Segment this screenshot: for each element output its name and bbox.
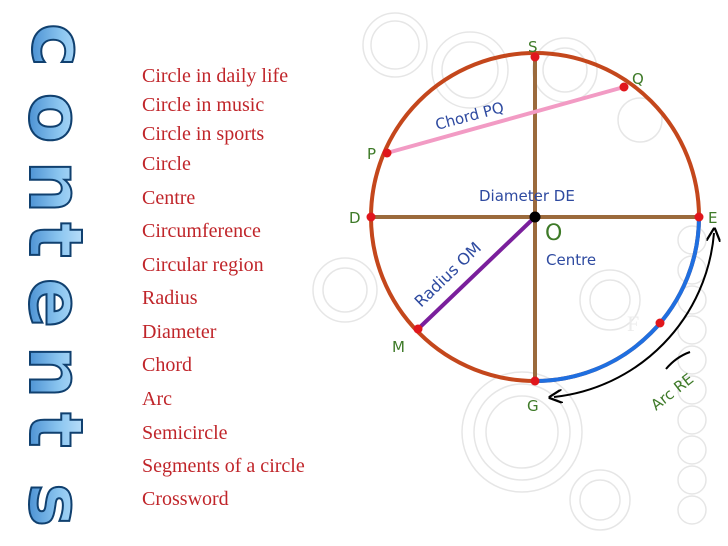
- label-g: G: [527, 397, 539, 415]
- title-letter: s: [12, 483, 98, 527]
- toc-item-crossword[interactable]: Crossword: [142, 488, 229, 510]
- slide-title: c o n t e n t s: [11, 22, 102, 528]
- label-p: P: [367, 145, 376, 163]
- toc-item-diameter[interactable]: Diameter: [142, 321, 217, 343]
- point-e: [694, 212, 704, 222]
- title-letter: e: [12, 278, 98, 328]
- label-e: E: [708, 209, 717, 227]
- point-d: [366, 212, 376, 222]
- label-m: M: [392, 338, 405, 356]
- centre-label: Centre: [546, 251, 596, 269]
- title-letter: n: [12, 346, 98, 399]
- label-o: O: [545, 221, 562, 246]
- title-letter: c: [15, 23, 101, 67]
- point-s: [530, 52, 540, 62]
- title-letter: n: [12, 161, 98, 214]
- label-s: S: [528, 38, 538, 56]
- contents-list: Circle in daily life Circle in music Cir…: [142, 65, 305, 510]
- toc-item-radius[interactable]: Radius: [142, 287, 198, 309]
- title-letter: t: [12, 222, 98, 257]
- arc-label-bracket: [665, 351, 691, 370]
- arc-arrow: [554, 233, 714, 397]
- point-p: [382, 148, 392, 158]
- toc-item-centre[interactable]: Centre: [142, 187, 195, 209]
- circle-diagram: S Q P D E M G O F Chord PQ Diameter DE C…: [349, 38, 717, 415]
- label-f: F: [627, 311, 639, 336]
- toc-item-semicircle[interactable]: Semicircle: [142, 422, 228, 444]
- toc-item-circle-daily-life[interactable]: Circle in daily life: [142, 65, 288, 87]
- label-q: Q: [632, 70, 644, 88]
- decorative-rings: [312, 12, 707, 531]
- centre-point: [529, 211, 541, 223]
- diameter-label: Diameter DE: [479, 187, 575, 205]
- toc-item-circle-music[interactable]: Circle in music: [142, 94, 264, 116]
- toc-item-circle[interactable]: Circle: [142, 153, 191, 175]
- title-letter: t: [12, 412, 98, 447]
- toc-item-circumference[interactable]: Circumference: [142, 220, 261, 242]
- toc-item-circular-region[interactable]: Circular region: [142, 254, 264, 276]
- point-g: [530, 376, 540, 386]
- toc-item-arc[interactable]: Arc: [142, 388, 172, 410]
- toc-item-chord[interactable]: Chord: [142, 354, 192, 376]
- radius-om: [416, 215, 537, 331]
- arc-label: Arc RE: [647, 370, 697, 414]
- point-f: [655, 318, 665, 328]
- point-labels: S Q P D E M G: [349, 38, 717, 415]
- chord-pq: [386, 85, 625, 155]
- point-m: [413, 324, 423, 334]
- toc-item-circle-sports[interactable]: Circle in sports: [142, 123, 264, 145]
- point-q: [619, 82, 629, 92]
- title-letter: o: [12, 93, 98, 144]
- label-d: D: [349, 209, 361, 227]
- toc-item-segments[interactable]: Segments of a circle: [142, 455, 305, 477]
